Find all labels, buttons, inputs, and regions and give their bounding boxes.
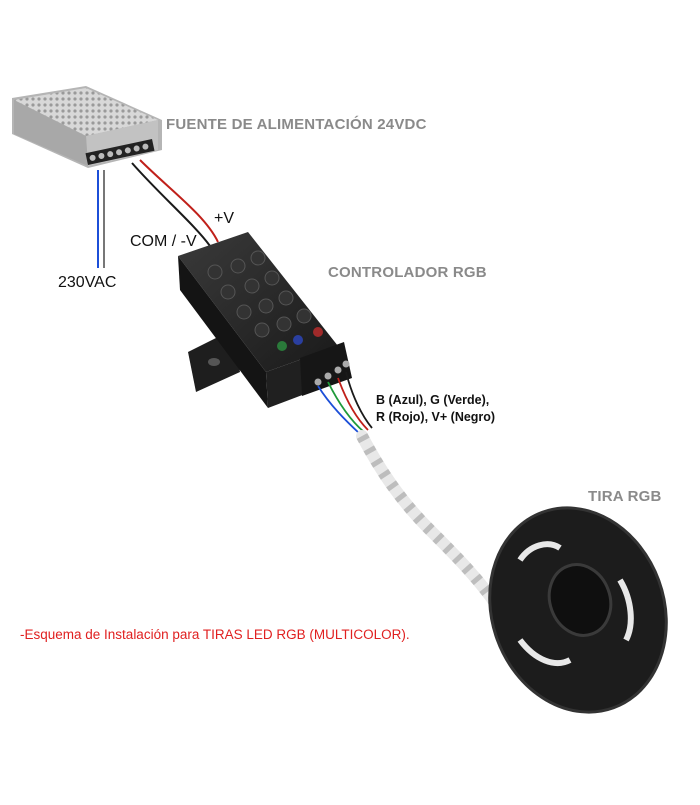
ac-input-label: 230VAC — [58, 274, 117, 291]
mount-hole — [208, 358, 220, 366]
wire-positive — [139, 159, 219, 243]
strip-reel — [488, 506, 668, 714]
rgb-wires — [317, 371, 373, 435]
pins-label-line-2: R (Rojo), V+ (Negro) — [376, 410, 496, 424]
reel-window-strip-2 — [517, 638, 572, 667]
wire-black — [345, 371, 373, 429]
strip-label: TIRA RGB — [588, 488, 662, 505]
dc-wires — [131, 159, 219, 247]
reel-hub — [547, 563, 613, 637]
wire-negative — [131, 162, 211, 247]
wire-blue — [317, 385, 361, 435]
strip-leds — [356, 433, 505, 614]
psu-mesh-top — [14, 88, 158, 136]
power-supply-label: FUENTE DE ALIMENTACIÓN 24VDC — [166, 116, 427, 133]
com-label: COM / -V — [130, 233, 197, 250]
wire-green — [327, 381, 365, 433]
led-strip — [356, 430, 506, 616]
reel-rim — [488, 506, 668, 714]
controller-left-side — [178, 256, 268, 408]
controller-buttons — [207, 250, 323, 351]
rgb-controller — [178, 232, 352, 408]
power-supply — [12, 86, 162, 168]
diagram-caption: -Esquema de Instalación para TIRAS LED R… — [20, 627, 410, 642]
controller-label: CONTROLADOR RGB — [328, 264, 487, 281]
pins-label-line-1: B (Azul), G (Verde), — [376, 393, 490, 407]
psu-screws — [89, 143, 149, 161]
psu-side — [14, 100, 88, 166]
v-plus-label: +V — [214, 210, 235, 227]
ac-wires — [97, 170, 105, 268]
wire-red — [337, 377, 369, 431]
reel-window-strip-1 — [517, 541, 562, 562]
controller-screws — [314, 360, 350, 386]
reel-window-strip-3 — [617, 578, 634, 642]
